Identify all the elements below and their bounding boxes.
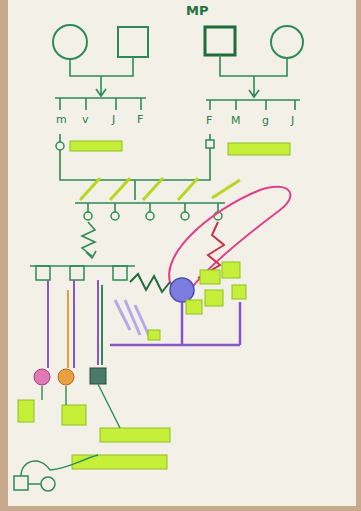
sticky-note: [100, 428, 170, 442]
descent-line: [134, 180, 136, 200]
child-circle: [146, 212, 154, 220]
grandfather-square: [118, 27, 148, 57]
shading: [115, 300, 150, 338]
grandmother-circle: [271, 26, 303, 58]
child-circle: [181, 212, 189, 220]
sticky-note: [186, 300, 202, 314]
relation-zigzag: [130, 274, 170, 292]
person-square: [113, 266, 127, 280]
sticky-note: [222, 262, 240, 278]
leader-line: [42, 384, 120, 428]
child-circle: [84, 212, 92, 220]
person-circle: [41, 477, 55, 491]
child-circle: [111, 212, 119, 220]
children-bar: [206, 100, 300, 110]
person-square: [36, 266, 50, 280]
child-circle: [56, 142, 64, 150]
relation-line: [21, 455, 98, 484]
paper-sheet: [8, 0, 356, 506]
descent-line: [59, 134, 61, 142]
children-bar: [55, 98, 146, 110]
person-square: [70, 266, 84, 280]
couple-line: [220, 55, 287, 97]
highlight-loop: [169, 187, 290, 292]
descent-line: [67, 290, 69, 368]
child-initial: M: [231, 114, 241, 127]
child-circle: [58, 369, 74, 385]
sticky-note: [228, 143, 290, 155]
sticky-note: [62, 405, 86, 425]
child-initial: F: [137, 113, 143, 126]
children-bar: [75, 203, 225, 212]
sticky-note: [18, 400, 34, 422]
child-initial: F: [206, 114, 212, 127]
child-initial: v: [82, 113, 89, 126]
sticky-note: [72, 455, 167, 469]
descent-line: [101, 285, 103, 365]
sticky-note: [148, 330, 160, 340]
child-square: [90, 368, 106, 384]
child-initial: J: [112, 113, 115, 126]
descent-line: [48, 280, 98, 368]
marriage-line: [60, 148, 210, 180]
grandfather-square: [205, 27, 235, 55]
couple-line: [70, 57, 133, 96]
descent-line: [209, 134, 211, 140]
person-square: [14, 476, 28, 490]
child-initial: m: [56, 113, 67, 126]
child-circle: [34, 369, 50, 385]
name-scribble: [80, 178, 240, 200]
child-square: [206, 140, 214, 148]
sticky-note: [200, 270, 220, 284]
child-initial: g: [262, 114, 269, 127]
sticky-note: [205, 290, 223, 306]
grandmother-circle: [53, 25, 87, 59]
index-person: [170, 278, 194, 302]
sticky-note: [70, 141, 122, 151]
child-initial: J: [291, 114, 294, 127]
sticky-note: [232, 285, 246, 299]
zigzag-arrow: [82, 222, 96, 258]
family-title: MP: [186, 4, 208, 17]
